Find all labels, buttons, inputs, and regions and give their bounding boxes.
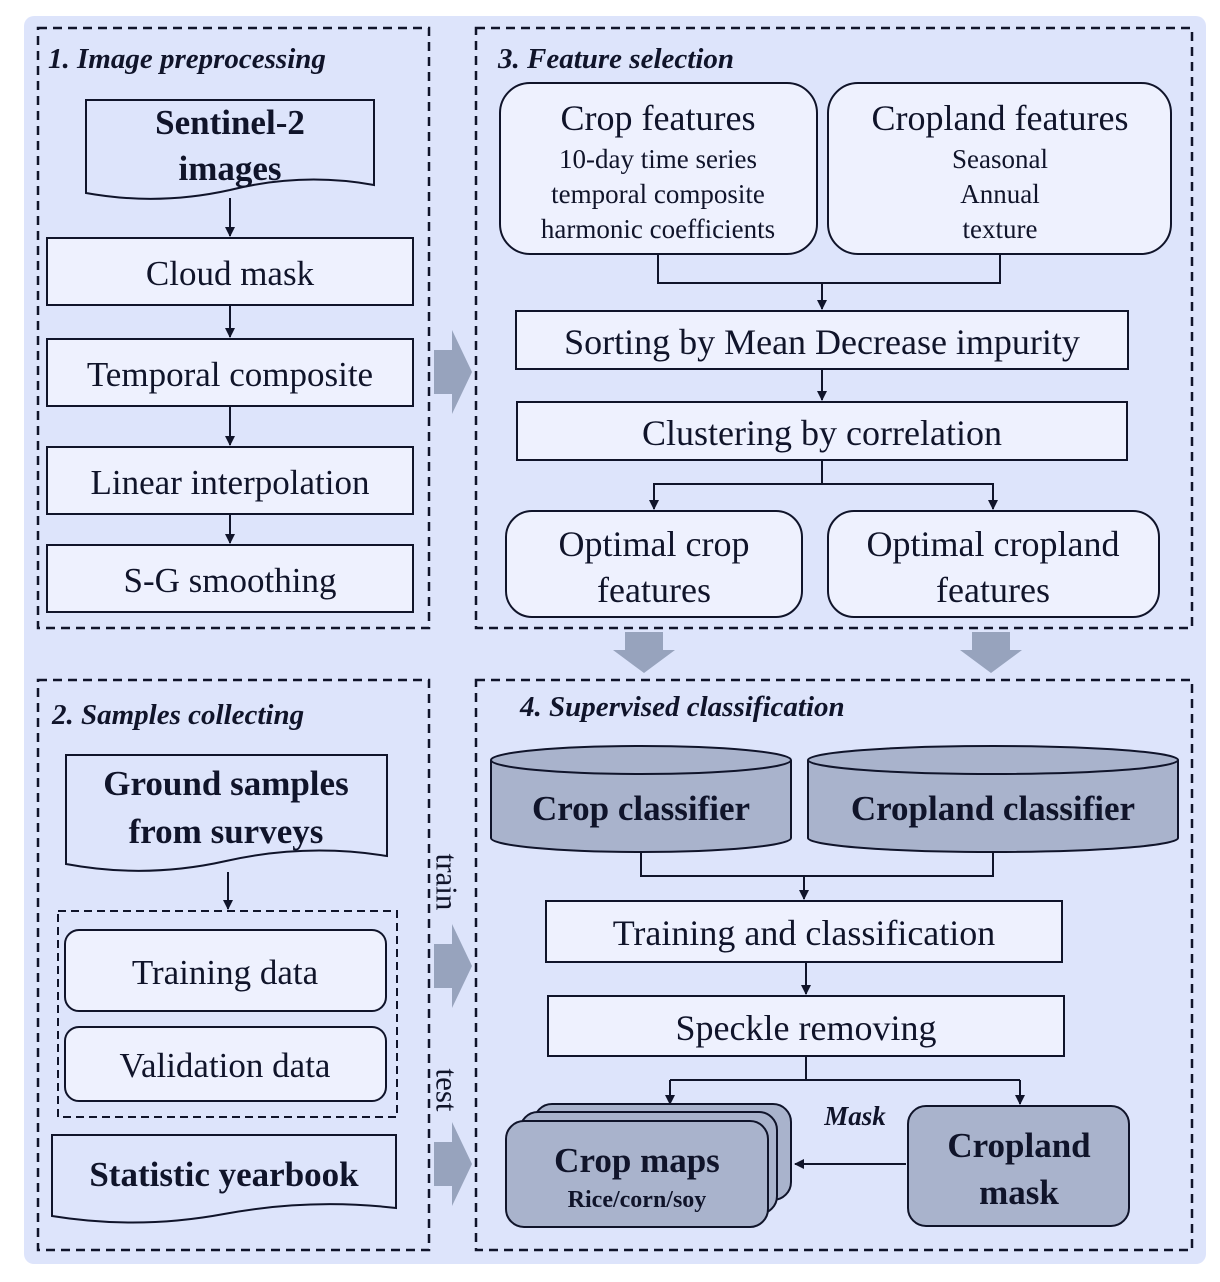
crop-features-line1: 10-day time series — [559, 144, 757, 174]
panel-samples-collecting — [36, 678, 431, 1252]
cropland-mask-line2: mask — [979, 1173, 1059, 1212]
training-data-box — [64, 929, 387, 1012]
train-label: train — [430, 854, 465, 911]
crop-features-line3: harmonic coefficients — [541, 214, 775, 244]
validation-data-box — [64, 1026, 387, 1102]
validation-data-label: Validation data — [120, 1046, 331, 1085]
arrow-optimal-cropland-down — [960, 632, 1022, 673]
crop-classifier-label: Crop classifier — [532, 789, 750, 828]
crop-features-line2: temporal composite — [551, 179, 765, 209]
crop-maps-label: Crop maps — [554, 1141, 720, 1180]
arrow-optimal-crop-down — [613, 632, 675, 673]
panel1-title: 1. Image preprocessing — [48, 43, 326, 75]
arrow-panel1-to-panel3 — [434, 330, 472, 414]
panel-image-preprocessing — [36, 26, 431, 630]
optimal-cropland-line1: Optimal cropland — [867, 524, 1120, 564]
test-label: test — [430, 1068, 465, 1111]
panel2-title: 2. Samples collecting — [51, 699, 304, 731]
sg-smoothing-label: S-G smoothing — [124, 561, 337, 600]
panel-feature-selection — [474, 26, 1194, 630]
sample-split-group — [57, 910, 398, 1118]
clustering-label: Clustering by correlation — [642, 413, 1002, 453]
optimal-crop-line2: features — [597, 570, 711, 610]
mask-label: Mask — [823, 1101, 886, 1131]
statistic-yearbook-label: Statistic yearbook — [89, 1155, 359, 1194]
cropland-features-title: Cropland features — [872, 98, 1129, 138]
optimal-cropland-line2: features — [936, 570, 1050, 610]
merge-classifiers-connector — [640, 852, 994, 877]
panel3-connectors — [649, 254, 1001, 510]
cropland-features-line1: Seasonal — [952, 144, 1048, 174]
panel3-title: 3. Feature selection — [497, 43, 734, 75]
crop-classifier-cylinder — [490, 745, 792, 853]
arrow-train-to-panel4 — [434, 924, 472, 1008]
optimal-crop-features-box — [505, 510, 803, 618]
cloud-mask-label: Cloud mask — [146, 254, 315, 293]
cropland-features-line2: Annual — [960, 179, 1039, 209]
merge-features-connector — [657, 254, 1001, 284]
training-classification-box — [545, 900, 1063, 963]
crop-maps-sublabel: Rice/corn/soy — [568, 1187, 707, 1213]
optimal-crop-line1: Optimal crop — [559, 524, 750, 564]
panel-supervised-classification — [474, 678, 1194, 1252]
cropland-classifier-cylinder — [807, 745, 1179, 853]
cropland-mask-box — [907, 1105, 1130, 1227]
optimal-cropland-features-box — [827, 510, 1160, 618]
ground-samples-line2: from surveys — [129, 812, 324, 851]
sentinel-images-document — [85, 99, 375, 200]
sentinel-images-line2: images — [178, 149, 281, 188]
cropland-features-line3: texture — [963, 214, 1038, 244]
arrow-test-to-panel4 — [434, 1122, 472, 1206]
speckle-removing-label: Speckle removing — [676, 1008, 937, 1048]
training-data-label: Training data — [132, 953, 319, 992]
statistic-yearbook-document — [51, 1134, 397, 1224]
sorting-label: Sorting by Mean Decrease impurity — [564, 322, 1080, 362]
temporal-composite-box — [46, 338, 414, 407]
cropland-classifier-label: Cropland classifier — [851, 789, 1135, 828]
crop-maps-box — [505, 1120, 769, 1228]
sentinel-images-line1: Sentinel-2 — [155, 103, 305, 142]
training-classification-label: Training and classification — [613, 913, 996, 953]
temporal-composite-label: Temporal composite — [87, 355, 373, 394]
linear-interpolation-box — [46, 446, 414, 515]
panel4-connectors — [640, 852, 1025, 1169]
panel4-title: 4. Supervised classification — [519, 691, 845, 723]
speckle-removing-box — [547, 995, 1065, 1057]
linear-interpolation-label: Linear interpolation — [91, 463, 370, 502]
sg-smoothing-box — [46, 544, 414, 613]
crop-features-title: Crop features — [561, 98, 756, 138]
ground-samples-document — [65, 754, 388, 872]
cropland-mask-line1: Cropland — [947, 1126, 1091, 1165]
ground-samples-line1: Ground samples — [103, 764, 348, 803]
clustering-box — [516, 401, 1128, 461]
